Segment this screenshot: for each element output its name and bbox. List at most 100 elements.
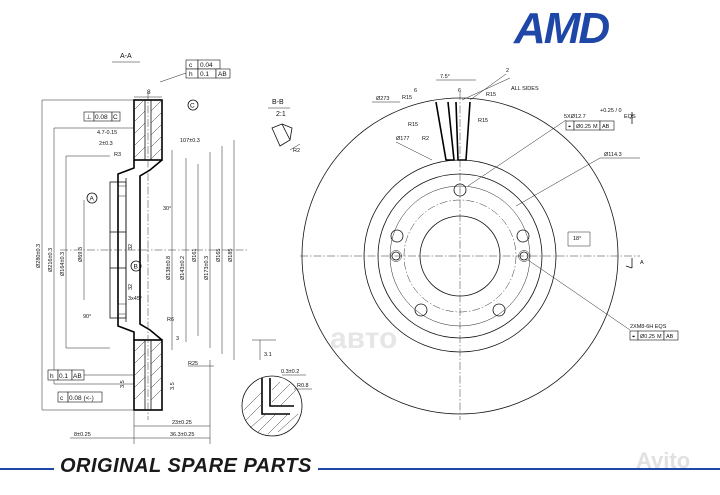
- dim-r6: R6: [167, 317, 174, 323]
- footer-banner: ORIGINAL SPARE PARTS: [0, 452, 720, 490]
- dim-r2: R2: [422, 136, 429, 142]
- thread-holes: [390, 250, 530, 262]
- dim-8: 8: [147, 89, 151, 96]
- front-view: Ø273 R15 6 7.5° 6 2 ALL SIDES R15 R15 R1…: [300, 68, 679, 420]
- stud-holes: [390, 183, 530, 317]
- leader: [159, 72, 187, 83]
- dim-bb-r2: R2: [293, 148, 300, 154]
- diameter-dimensions-right: Ø138±0.8 Ø143±0.2 Ø161 Ø173±0.3 Ø165 Ø18…: [166, 140, 235, 360]
- dim-3-5b: 3.5: [170, 382, 176, 390]
- tol-symbol-c: c: [189, 62, 193, 69]
- svg-text:⌖: ⌖: [632, 334, 635, 340]
- dim-4-7: 4.7-0.15: [97, 130, 117, 136]
- section-bb-scale: 2:1: [276, 111, 286, 118]
- tol-thread-holes: 2XM8-6H EQS ⌖ Ø0.25 M AB: [527, 259, 679, 341]
- watermark-corner: Avito: [636, 448, 691, 473]
- dim-273: Ø273: [376, 96, 389, 102]
- tol-ref-h2: AB: [73, 373, 82, 380]
- dim-2: 2±0.3: [99, 141, 113, 147]
- dim-r15a: R15: [402, 95, 412, 101]
- tolerance-frame-top-c: c 0.04: [185, 59, 221, 70]
- stud-hole-3: [492, 303, 506, 317]
- dim-30deg: 30°: [163, 206, 171, 212]
- section-aa-view: A-A c 0.04 h 0.1 AB 8 C ⊥ 0.08 C: [36, 53, 248, 444]
- section-arrow-a-bottom: A: [640, 260, 644, 266]
- dim-165: Ø165: [216, 249, 222, 262]
- dim-32b: 32: [128, 284, 134, 290]
- tolerance-frame-top-h: h 0.1 AB: [185, 68, 231, 79]
- footer-divider: [0, 468, 720, 470]
- note-5-holes-tol: +0.25 / 0: [600, 108, 622, 114]
- vent-slot: [435, 101, 455, 161]
- tol-value-h: 0.1: [200, 71, 209, 78]
- tol-symbol-h2: h: [50, 373, 54, 380]
- svg-text:⌖: ⌖: [568, 124, 571, 130]
- tol-symbol-h: h: [189, 71, 193, 78]
- tol-pos-value-b: Ø0.25: [640, 334, 655, 340]
- dim-3-5a: 3.5: [120, 380, 126, 388]
- dim-216: Ø216±0.3: [48, 248, 54, 272]
- dim-bb-r0-8: R0.8: [297, 383, 309, 389]
- dim-173: Ø173±0.3: [204, 256, 210, 280]
- bb-detail-profile: [271, 123, 291, 147]
- dim-69: Ø69.3: [78, 247, 84, 262]
- note-thread: 2XM8-6H EQS: [630, 324, 667, 330]
- thread-hole-2: [519, 251, 529, 261]
- tol-pos-ref: AB: [602, 124, 610, 130]
- tol-ref-h: AB: [218, 71, 227, 78]
- dim-r15b: R15: [486, 92, 496, 98]
- dim-7-5deg: 7.5°: [440, 74, 450, 80]
- watermark-center: авто: [330, 322, 398, 355]
- dim-8b: 8±0.25: [74, 432, 91, 438]
- dim-36-3: 36.3±0.25: [170, 432, 194, 438]
- note-all-sides: ALL SIDES: [511, 86, 539, 92]
- datum-b-marker: [130, 260, 142, 272]
- dim-177: Ø177: [396, 136, 409, 142]
- dim-6a: 6: [414, 88, 417, 94]
- dim-114: Ø114.3: [604, 152, 622, 158]
- dim-107: 107±0.3: [180, 138, 200, 144]
- datum-b-label: B: [134, 264, 138, 271]
- section-bb-view: B-B 2:1 R2 3.1 0.3±0.2 R0.8: [241, 99, 312, 437]
- tolerance-frame-runout: ⊥ 0.08 C: [83, 111, 121, 122]
- svg-text:⊥: ⊥: [86, 114, 92, 121]
- footer-slogan: ORIGINAL SPARE PARTS: [54, 455, 318, 478]
- dim-161: Ø161: [192, 249, 198, 262]
- dim-6b: 6: [458, 88, 461, 94]
- tol-runout-ref: C: [113, 114, 118, 121]
- stud-hole: [117, 185, 127, 197]
- brand-logo: AMD: [514, 4, 610, 53]
- datum-a-label: A: [90, 196, 95, 203]
- stud-hole-4: [414, 303, 428, 317]
- dim-18deg: 18°: [573, 236, 581, 242]
- stud-hole-5: [390, 229, 404, 243]
- tol-pos-value: Ø0.25: [576, 124, 591, 130]
- tol-pos-ref-b: AB: [666, 334, 674, 340]
- detail-circle: [241, 375, 303, 437]
- stud-hole-2: [516, 229, 530, 243]
- datum-c-marker: [187, 99, 199, 111]
- dim-2-sides: 2: [506, 68, 509, 74]
- tolerance-frame-bottom-c: c 0.08 (<-): [57, 391, 103, 403]
- note-5-holes: 5XØ12.7: [564, 114, 586, 120]
- dim-32a: 32: [128, 244, 134, 250]
- tol-pos-m-b: M: [657, 334, 662, 340]
- dim-bb-0-3: 0.3±0.2: [281, 369, 299, 375]
- thread-hole-1: [391, 251, 401, 261]
- dim-138: Ø138±0.8: [166, 256, 172, 280]
- dim-r15d: R15: [478, 118, 488, 124]
- section-aa-title: A-A: [120, 53, 132, 60]
- dim-bb-3-1: 3.1: [264, 352, 272, 358]
- dim-185: Ø185: [228, 249, 234, 262]
- tol-value-c2: 0.08 (<-): [69, 395, 94, 402]
- dim-143: Ø143±0.2: [180, 256, 186, 280]
- dim-164: Ø164±0.3: [60, 252, 66, 276]
- tol-stud-holes: 5XØ12.7 +0.25 / 0 EQS ⌖ Ø0.25 M AB: [467, 108, 636, 187]
- hub-flange: [109, 181, 127, 319]
- tol-value-h2: 0.1: [59, 373, 68, 380]
- dim-3x45: 3x45°: [128, 296, 142, 302]
- diameter-dimensions-left: Ø280±0.3 Ø216±0.3 Ø164±0.3 Ø69.3: [36, 99, 134, 411]
- section-bb-title: B-B: [272, 99, 284, 106]
